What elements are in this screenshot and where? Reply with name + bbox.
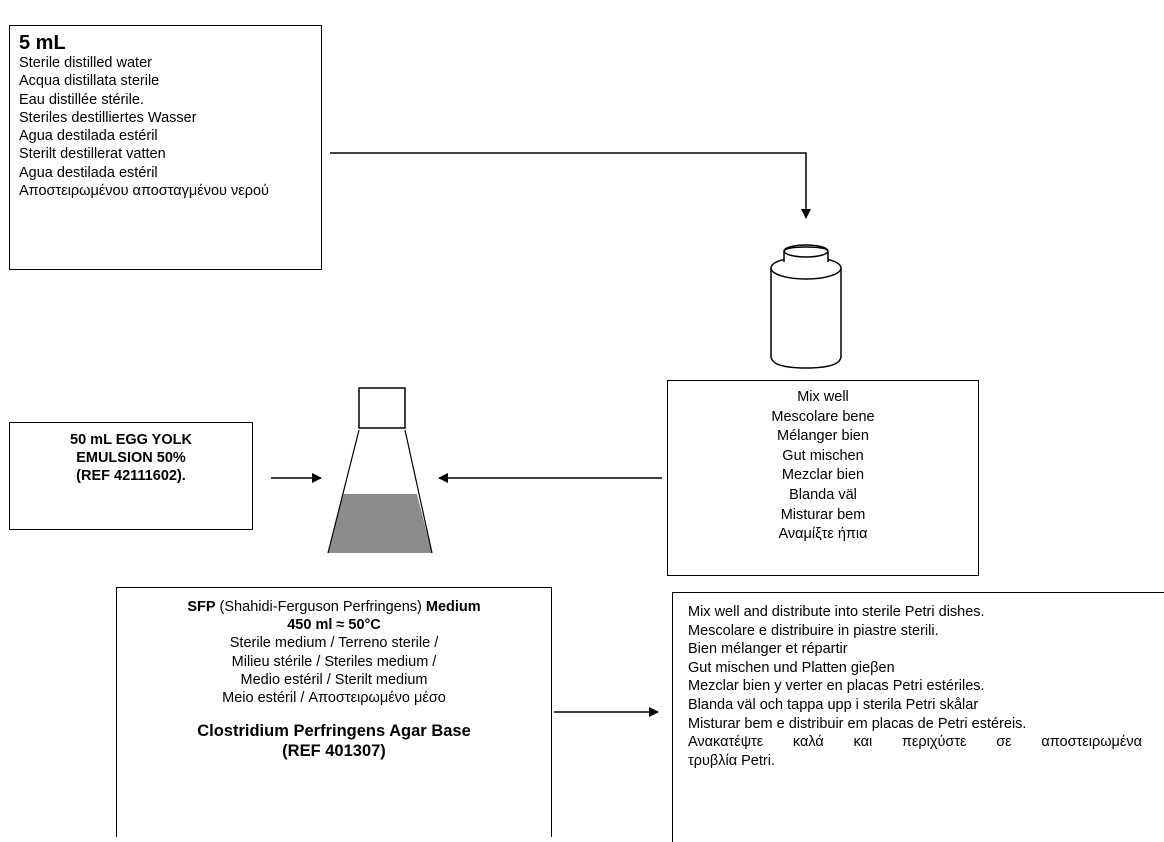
mix-line: Mélanger bien [777, 428, 869, 445]
water-line: Sterilt destillerat vatten [19, 146, 166, 163]
medium-line: Milieu stérile / Steriles medium / [231, 653, 437, 670]
medium-abbr: SFP [187, 599, 216, 615]
medium-line: Meio estéril / Αποστειρωμένο μέσο [222, 690, 446, 707]
vial-icon [770, 244, 842, 369]
sfp-medium-box: SFP (Shahidi-Ferguson Perfringens) Mediu… [116, 587, 552, 837]
product-ref: (REF 401307) [282, 742, 386, 761]
medium-line: Sterile medium / Terreno sterile / [229, 635, 439, 652]
distribute-line: Mezclar bien y verter en placas Petri es… [688, 678, 985, 695]
egg-line: 50 mL EGG YOLK [70, 432, 192, 448]
egg-line: (REF 42111602). [76, 468, 186, 484]
distribute-line: Misturar bem e distribuir em placas de P… [688, 715, 1027, 732]
distribute-line: Gut mischen und Platten gieβen [688, 659, 895, 676]
medium-line: Medio estéril / Sterilt medium [240, 671, 428, 688]
water-line: Sterile distilled water [19, 55, 152, 71]
distribute-box: Mix well and distribute into sterile Pet… [672, 592, 1164, 842]
product-name: Clostridium Perfringens Agar Base [197, 722, 471, 741]
egg-yolk-box: 50 mL EGG YOLK EMULSION 50% (REF 4211160… [9, 422, 253, 530]
water-line: Steriles destilliertes Wasser [19, 109, 197, 126]
water-volume: 5 mL [19, 32, 66, 54]
medium-volume-temp: 450 ml ≈ 50°C [287, 617, 381, 634]
egg-line: EMULSION 50% [76, 450, 186, 466]
mix-line: Gut mischen [782, 447, 864, 464]
medium-title: SFP (Shahidi-Ferguson Perfringens) Mediu… [123, 598, 545, 616]
product-block: Clostridium Perfringens Agar Base (REF 4… [123, 721, 545, 761]
distribute-line: Bien mélanger et répartir [688, 641, 848, 658]
water-line: Eau distillée stérile. [19, 91, 144, 108]
water-line: Acqua distillata sterile [19, 73, 160, 90]
distribute-greek-tail: τρυβλία Petri. [688, 752, 775, 769]
sterile-water-box: 5 mL Sterile distilled water Acqua disti… [9, 25, 322, 270]
mix-line: Mescolare bene [771, 408, 875, 425]
flask-icon [327, 387, 433, 554]
mix-line: Mix well [797, 389, 849, 405]
mix-line: Blanda väl [789, 486, 857, 503]
water-line: Agua destilada estéril [19, 128, 158, 145]
distribute-line: Mescolare e distribuire in piastre steri… [688, 622, 939, 639]
medium-word: Medium [425, 599, 481, 615]
mix-line: Misturar bem [780, 506, 866, 523]
water-greek-line: Αποστειρωμένου αποσταγμένου νερού [19, 183, 269, 200]
mix-line: Αναμίξτε ήπια [778, 526, 868, 543]
distribute-greek-line: Ανακατέψτε καλά και περιχύστε σε αποστει… [688, 734, 1142, 751]
distribute-line: Mix well and distribute into sterile Pet… [688, 604, 985, 620]
medium-full-name: (Shahidi-Ferguson Perfringens) [215, 599, 426, 615]
water-line: Agua destilada estéril [19, 164, 158, 181]
distribute-line: Blanda väl och tappa upp i sterila Petri… [688, 696, 979, 713]
mix-well-box: Mix well Mescolare bene Mélanger bien Gu… [667, 380, 979, 576]
mix-line: Mezclar bien [781, 467, 865, 484]
arrow-water-to-vial-icon [330, 152, 811, 219]
